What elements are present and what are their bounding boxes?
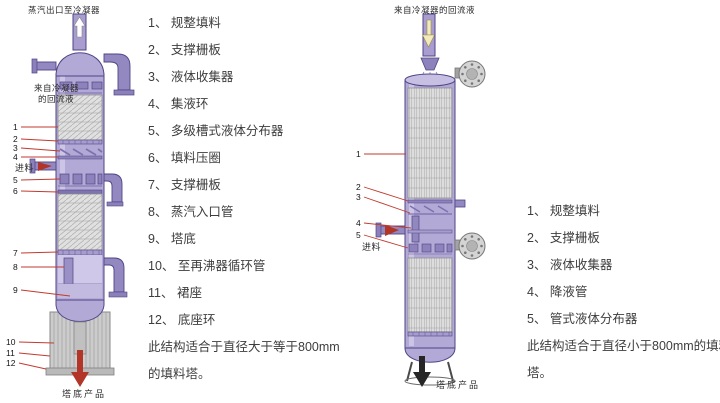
bottom-product-label: 塔底产品 <box>62 389 107 399</box>
packing-bed-2 <box>407 257 453 333</box>
holddown-ring <box>57 189 103 195</box>
reflux-label-line1: 来自冷凝器 <box>34 83 80 93</box>
reflux-inlet-label: 来自冷凝器的回流液 <box>394 5 476 15</box>
top-right-elbow-nozzle <box>103 53 135 96</box>
right-tower-figure: 1 2 3 4 5 来自冷凝器的回流液 进料 塔底产品 <box>348 0 526 403</box>
list-item: 5、 管式液体分布器 <box>527 312 638 326</box>
note-line: 塔。 <box>527 366 553 380</box>
callout-number: 10 <box>6 337 16 347</box>
list-item: 7、 支撑栅板 <box>148 178 221 192</box>
support-grid-2 <box>57 249 103 256</box>
vapor-up-arrow-icon <box>73 16 86 38</box>
parts-list-left: 1、 规整填料 2、 支撑栅板 3、 液体收集器 4、 集液环 5、 多级槽式液… <box>148 10 353 388</box>
packing-bed-1 <box>407 87 453 199</box>
note-line: 此结构适合于直径小于800mm的填料 <box>527 339 720 353</box>
callout-number: 8 <box>13 262 18 272</box>
note-line: 的填料塔。 <box>148 367 211 381</box>
note-line: 此结构适合于直径大于等于800mm <box>148 340 340 354</box>
shell-top-rim <box>404 73 456 87</box>
list-item: 1、 规整填料 <box>527 204 600 218</box>
list-item: 2、 支撑栅板 <box>148 43 221 57</box>
liquid-collector <box>57 148 103 160</box>
liquid-collector <box>407 199 453 215</box>
list-item: 1、 规整填料 <box>148 16 221 30</box>
callout-number: 5 <box>13 175 18 185</box>
list-item: 9、 塔底 <box>148 232 196 246</box>
list-item: 3、 液体收集器 <box>148 70 234 84</box>
list-item: 5、 多级槽式液体分布器 <box>148 124 284 138</box>
packing-bed-1 <box>57 94 103 141</box>
callout-number: 12 <box>6 358 16 368</box>
support-legs <box>404 361 456 386</box>
bottom-product-arrow-icon <box>413 356 431 387</box>
downcomer-pipe <box>411 215 420 243</box>
collection-ring <box>57 155 103 160</box>
callout-number: 7 <box>13 248 18 258</box>
callout-number: 9 <box>13 285 18 295</box>
callout-number: 4 <box>356 218 361 228</box>
callout-numbers: 1 2 3 4 5 <box>356 149 361 240</box>
reflux-label-line2: 的回流液 <box>38 94 75 104</box>
top-liquid-distributor <box>58 81 103 94</box>
callout-number: 1 <box>356 149 361 159</box>
list-item: 3、 液体收集器 <box>527 258 613 272</box>
left-tower-figure: 1 2 3 4 5 6 7 8 9 10 11 12 蒸汽出口至冷凝器 来自冷凝… <box>0 0 148 403</box>
left-tower-illustration: 1 2 3 4 5 6 7 8 9 10 11 12 <box>6 13 135 387</box>
callout-number: 3 <box>13 143 18 153</box>
bottom-product-label: 塔底产品 <box>436 380 481 390</box>
callout-number: 4 <box>13 152 18 162</box>
bottom-outlet-pipe <box>73 321 87 355</box>
reflux-down-arrow-icon <box>422 19 435 48</box>
shell-highlight <box>60 76 65 298</box>
upper-flange <box>454 60 486 88</box>
bottom-head <box>55 297 105 355</box>
callout-number: 2 <box>356 182 361 192</box>
leader-lines <box>18 126 71 370</box>
feed-label: 进料 <box>362 242 382 252</box>
callout-number: 3 <box>356 192 361 202</box>
redistribution-plate <box>407 229 453 234</box>
list-item: 8、 蒸汽入口管 <box>148 205 234 219</box>
packing-bed-1-bands <box>408 97 452 189</box>
callout-number: 11 <box>6 348 15 358</box>
vapor-outlet-label: 蒸汽出口至冷凝器 <box>28 5 101 15</box>
list-item: 6、 填料压圈 <box>148 151 221 165</box>
reflux-nozzle <box>31 58 57 74</box>
side-nozzle-stub <box>454 199 466 208</box>
lower-flange <box>454 232 486 260</box>
list-item: 11、 裙座 <box>148 286 202 300</box>
bottom-product-arrow-icon <box>71 350 89 387</box>
right-tower-illustration: 1 2 3 4 5 <box>356 13 486 387</box>
parts-list-right: 1、 规整填料 2、 支撑栅板 3、 液体收集器 4、 降液管 5、 管式液体分… <box>527 198 720 387</box>
packing-bed-2-bands <box>58 202 102 240</box>
bottom-liquid <box>58 284 102 298</box>
list-item: 4、 降液管 <box>527 285 588 299</box>
callout-number: 6 <box>13 186 18 196</box>
feed-label: 进料 <box>15 163 35 173</box>
leader-lines <box>363 153 412 249</box>
callout-numbers: 1 2 3 4 5 6 7 8 9 10 11 12 <box>6 122 18 368</box>
bottom-head <box>404 347 456 363</box>
packing-bed-2-bands <box>408 267 452 329</box>
mid-right-elbow-nozzle <box>103 173 124 207</box>
callout-number: 1 <box>13 122 18 132</box>
packing-bed-2 <box>57 193 103 251</box>
callout-number: 5 <box>356 230 361 240</box>
pipe-liquid-distributor <box>408 243 453 255</box>
list-item: 10、 至再沸器循环管 <box>148 259 266 273</box>
feed-arrow-icon <box>385 225 399 236</box>
callout-number: 2 <box>13 134 18 144</box>
list-item: 12、 底座环 <box>148 313 216 327</box>
list-item: 2、 支撑栅板 <box>527 231 600 245</box>
vapor-inlet-elbow <box>103 257 128 298</box>
tower-dome <box>55 52 105 77</box>
bottom-support-grid <box>407 331 453 337</box>
support-grid-1 <box>57 139 103 145</box>
feed-arrow-icon <box>38 162 52 171</box>
trough-liquid-distributor <box>58 173 103 187</box>
packing-bed-1-bands <box>58 103 102 132</box>
list-item: 4、 集液环 <box>148 97 209 111</box>
